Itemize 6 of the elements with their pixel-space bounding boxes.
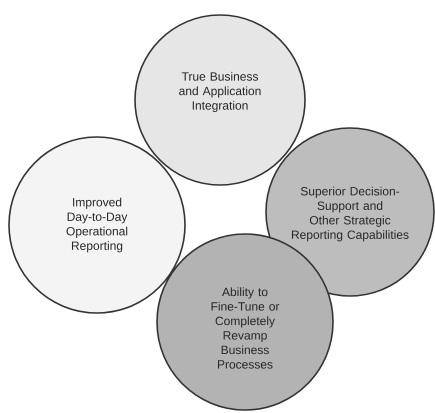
circle-label: Superior Decision-Support and Other Strategic Reporting Capabilities <box>292 186 409 242</box>
circle-label: True Business and Application Integration <box>179 72 261 112</box>
circle <box>8 136 186 314</box>
circle <box>134 14 306 186</box>
circle-label: Improved Day-to-Day Operational Reporting <box>66 198 128 252</box>
circle-label: Ability to Fine-Tune or Completely Revamp Business Processes <box>212 287 280 369</box>
